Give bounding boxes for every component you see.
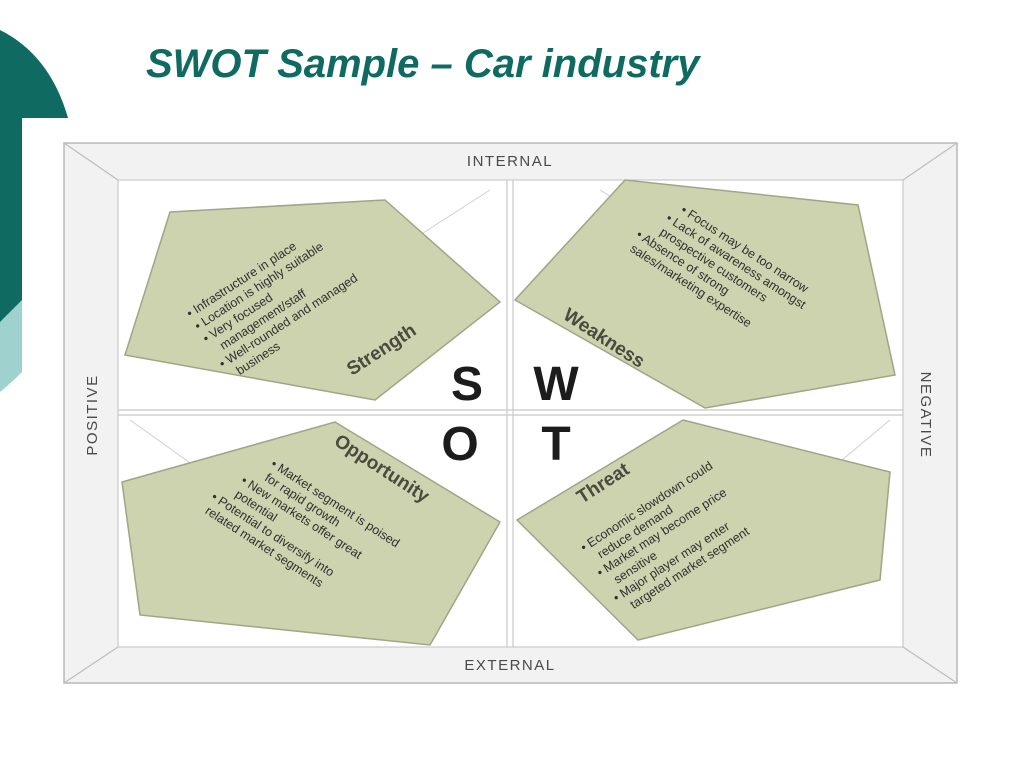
strength-pentagon (124, 199, 502, 401)
label-internal: INTERNAL (467, 153, 553, 170)
weakness-pentagon (513, 179, 896, 409)
threat-pentagon (515, 419, 891, 641)
label-positive: POSITIVE (84, 374, 101, 455)
opportunity-pentagon (121, 421, 502, 646)
quadrant-dividers (118, 180, 903, 647)
label-negative: NEGATIVE (917, 372, 934, 459)
dark-teal-arc (0, 30, 68, 322)
frame-bevel-lines (63, 142, 958, 684)
decorative-side-shapes (0, 30, 68, 392)
letter-t: T (541, 418, 570, 471)
letter-w: W (533, 358, 579, 411)
label-external: EXTERNAL (464, 657, 555, 674)
letter-s: S (451, 358, 483, 411)
slide-title: SWOT Sample – Car industry (146, 42, 700, 86)
letter-o: O (441, 418, 478, 471)
light-teal-arc (0, 300, 22, 392)
